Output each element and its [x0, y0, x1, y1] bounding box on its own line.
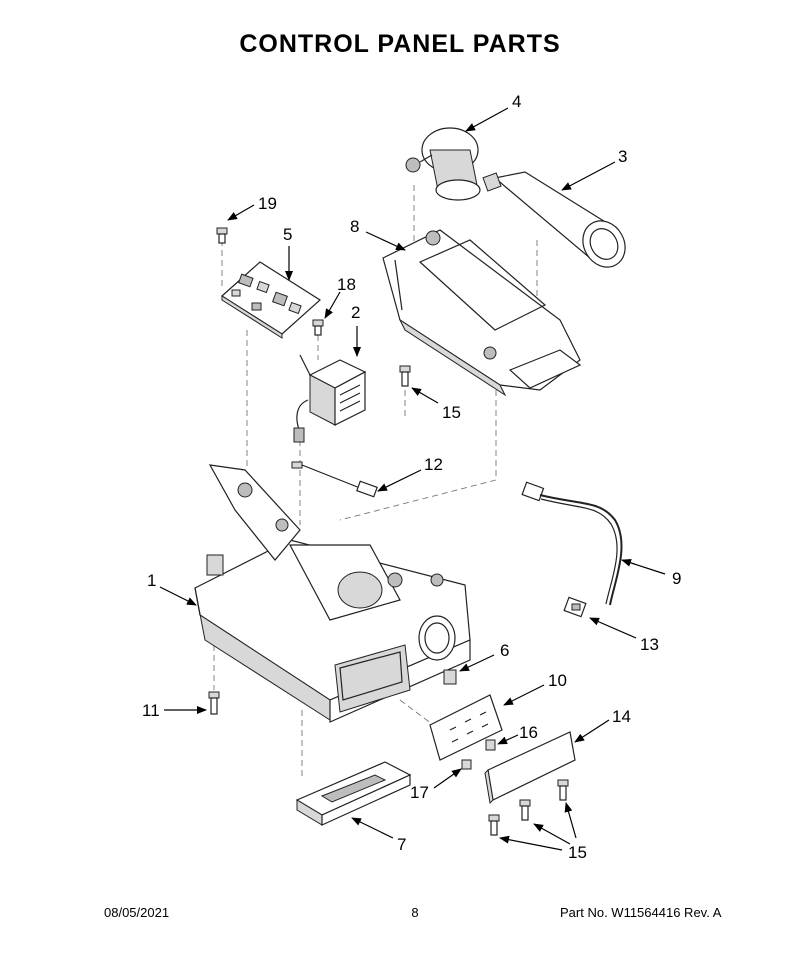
part-2-transformer: [293, 354, 367, 443]
part-4-filter-head: [405, 127, 481, 201]
part-11-screw: [208, 691, 220, 715]
part-8-filter-housing: [382, 229, 582, 397]
part-13-connector: [563, 596, 587, 618]
callout-4: 4: [512, 92, 521, 111]
part-16-clip: [485, 739, 496, 751]
part-9-wire-harness: [521, 481, 623, 606]
callout-10: 10: [548, 671, 567, 690]
part-15-screw-upper: [399, 365, 411, 387]
callout-5: 5: [283, 225, 292, 244]
footer-date: 08/05/2021: [104, 905, 170, 920]
callout-15-upper: 15: [442, 403, 461, 422]
part-1-control-housing: [194, 464, 471, 723]
part-7-drip-tray: [295, 761, 412, 826]
callout-7: 7: [397, 835, 406, 854]
callout-17: 17: [410, 783, 429, 802]
part-5-control-board: [221, 261, 321, 339]
callout-2: 2: [351, 303, 360, 322]
callout-3: 3: [618, 147, 627, 166]
callout-1: 1: [147, 571, 156, 590]
callout-13: 13: [640, 635, 659, 654]
callout-18: 18: [337, 275, 356, 294]
callout-11: 11: [142, 701, 160, 720]
part-18-screw: [312, 319, 324, 336]
callout-6: 6: [500, 641, 509, 660]
footer-part-number: Part No. W11564416 Rev. A: [560, 905, 722, 920]
part-19-screw: [216, 227, 228, 244]
callout-9: 9: [672, 569, 681, 588]
callout-15-lower: 15: [568, 843, 587, 862]
callout-8: 8: [350, 217, 359, 236]
part-10-bracket: [429, 694, 503, 761]
part-6-switch: [443, 669, 457, 685]
callout-16: 16: [519, 723, 538, 742]
callout-labels: 1 2 3 4 5 6 7 8 9 10 11 12 13 14 15 15 1…: [142, 92, 681, 862]
part-3-water-filter: [482, 171, 626, 268]
part-15-screws-lower: [488, 779, 569, 836]
leader-lines: [159, 107, 666, 851]
assembly-guide-lines: [213, 185, 538, 780]
part-17-clip: [461, 759, 472, 770]
footer-page-number: 8: [411, 905, 419, 920]
part-12-wire-harness: [291, 461, 378, 498]
callout-12: 12: [424, 455, 443, 474]
page-title: CONTROL PANEL PARTS: [239, 30, 561, 58]
callout-19: 19: [258, 194, 277, 213]
part-14-cover: [484, 731, 576, 805]
callout-14: 14: [612, 707, 631, 726]
